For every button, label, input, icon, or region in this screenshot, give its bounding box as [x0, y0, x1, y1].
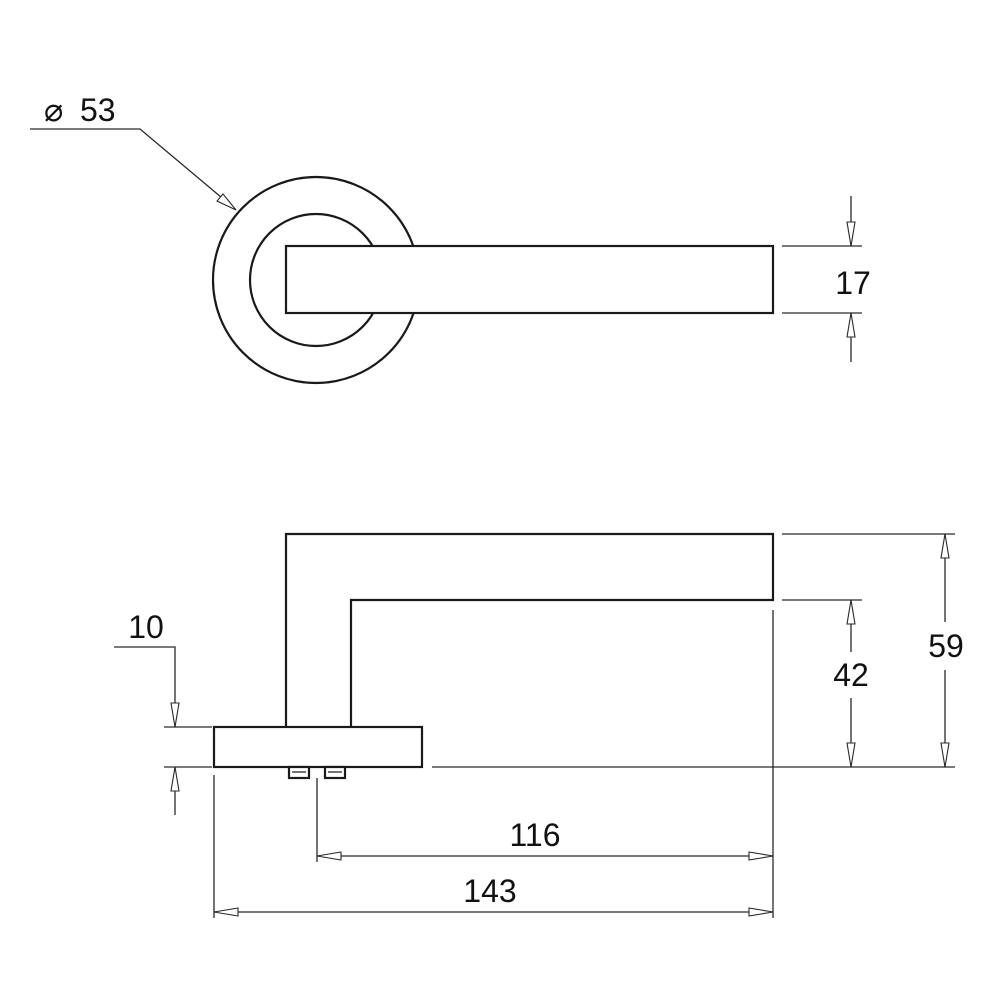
- inner-height-arrow-top: [846, 599, 856, 625]
- lever-thickness-label: 17: [835, 265, 871, 301]
- length-arrow-left: [213, 907, 239, 917]
- spindle-to-tip-label: 116: [509, 817, 560, 853]
- thickness-arrow-bottom: [846, 312, 856, 338]
- overall-length-label: 143: [463, 873, 516, 909]
- lever-bar-top: [284, 244, 775, 315]
- inner-height-label: 42: [833, 657, 869, 693]
- top-view: ⌀ 53 17: [30, 92, 871, 385]
- spindle-arrow-right: [748, 851, 774, 861]
- overall-height-arrow-top: [940, 533, 950, 559]
- depth-arrow-bottom: [170, 766, 180, 792]
- diameter-arrow: [216, 193, 237, 211]
- depth-arrow-top: [170, 702, 180, 728]
- overall-height-arrow-bottom: [940, 742, 950, 768]
- side-view: 10 42 59 116 143: [114, 532, 964, 918]
- lever-body-side: [284, 532, 775, 727]
- spindle-arrow-left: [316, 851, 342, 861]
- length-arrow-right: [748, 907, 774, 917]
- thickness-arrow-top: [846, 221, 856, 247]
- inner-height-arrow-bottom: [846, 742, 856, 768]
- depth-leader-top: [114, 646, 176, 727]
- rose-depth-label: 10: [128, 609, 164, 645]
- overall-height-label: 59: [928, 628, 964, 664]
- rose-base: [212, 725, 424, 769]
- diameter-leader-line: [30, 128, 235, 209]
- diameter-symbol: ⌀: [44, 92, 63, 128]
- rose-diameter-label: 53: [80, 92, 116, 128]
